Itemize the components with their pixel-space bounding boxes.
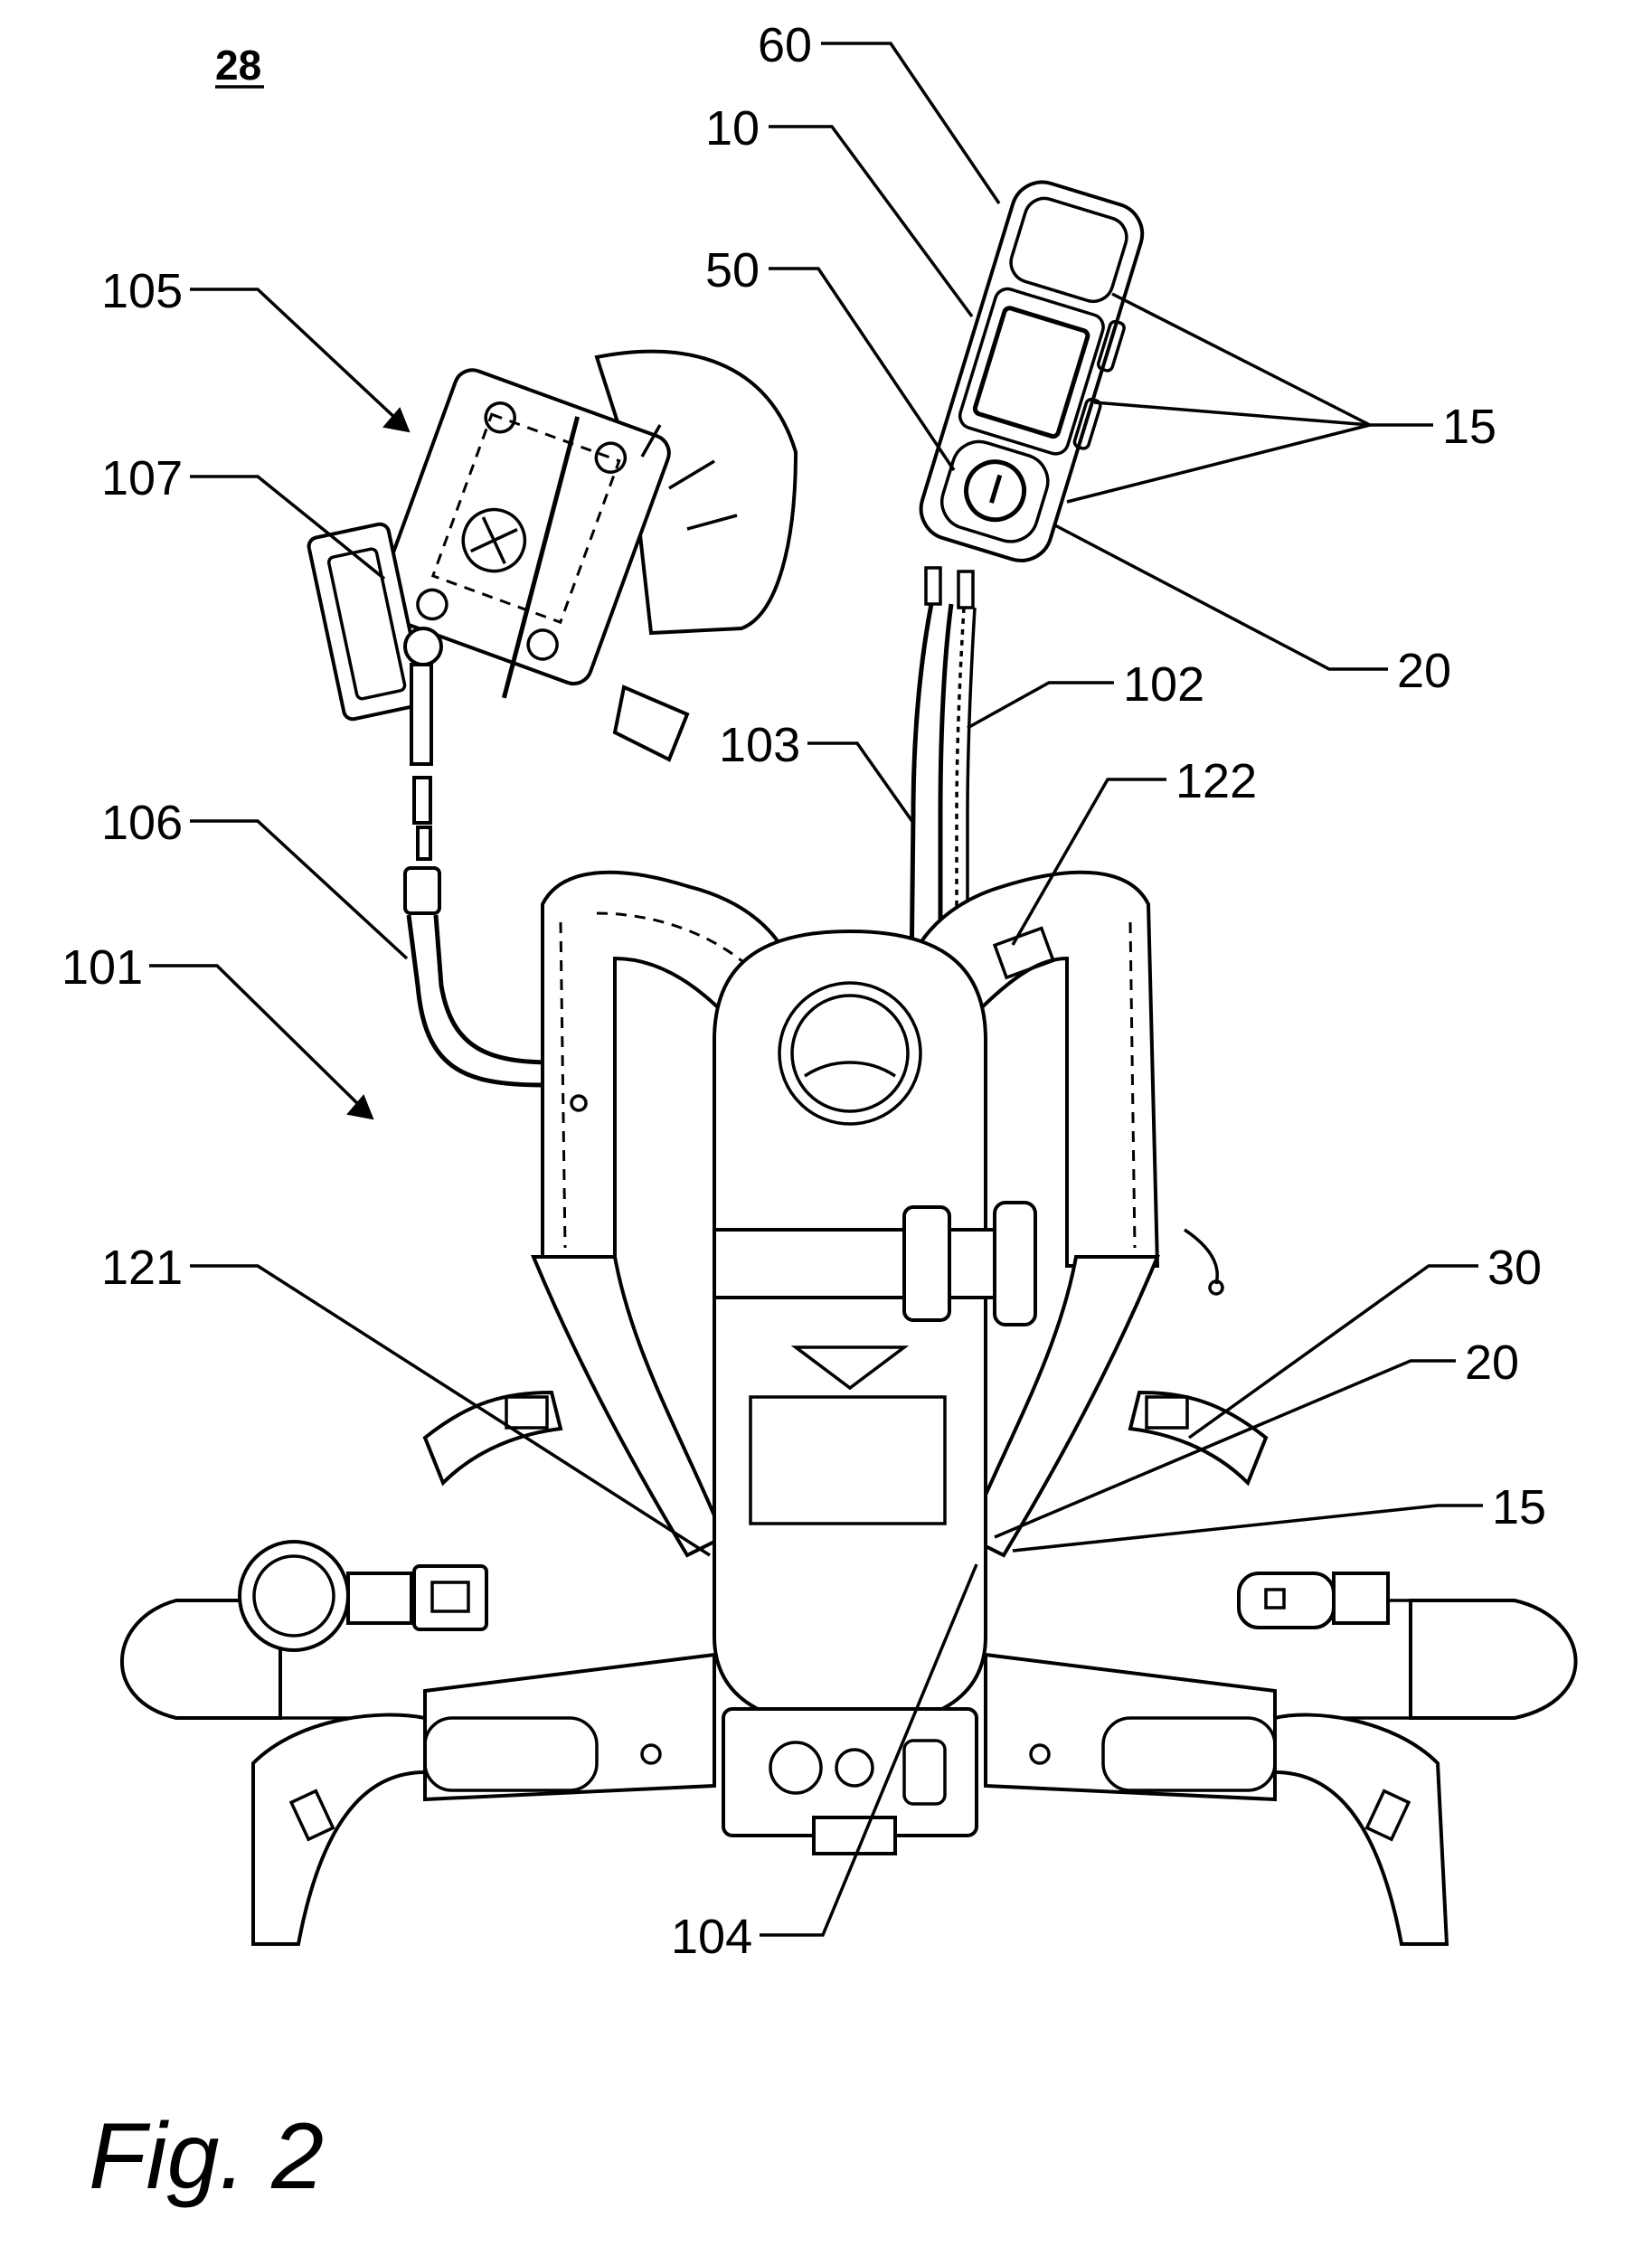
waist-belt <box>120 1540 1578 1946</box>
ref-103: 103 <box>719 718 800 772</box>
ref-20-top: 20 <box>1397 644 1451 698</box>
ref-101: 101 <box>61 940 143 995</box>
face-mask <box>307 349 798 861</box>
ref-121: 121 <box>101 1241 183 1295</box>
ref-107: 107 <box>101 451 183 505</box>
air-cylinder <box>713 929 1037 1855</box>
ref-122: 122 <box>1175 754 1257 808</box>
ref-102: 102 <box>1123 657 1204 712</box>
ref-30: 30 <box>1487 1241 1542 1295</box>
ref-105: 105 <box>101 264 183 318</box>
leader-lines <box>149 42 1483 1937</box>
ref-50: 50 <box>705 243 760 297</box>
mask-hose <box>403 866 554 1088</box>
ref-20-mid: 20 <box>1465 1336 1519 1390</box>
ref-15-mid: 15 <box>1492 1480 1546 1534</box>
harness <box>422 870 1269 1558</box>
figure-number-label: 28 <box>215 42 261 89</box>
ref-60: 60 <box>758 18 812 72</box>
ref-106: 106 <box>101 796 183 850</box>
ref-10: 10 <box>705 101 760 156</box>
figure-caption: Fig. 2 <box>89 2104 324 2209</box>
hose-assembly <box>909 603 977 977</box>
handheld-monitor <box>919 180 1145 609</box>
ref-15-top: 15 <box>1442 400 1496 454</box>
ref-104: 104 <box>671 1910 752 1964</box>
